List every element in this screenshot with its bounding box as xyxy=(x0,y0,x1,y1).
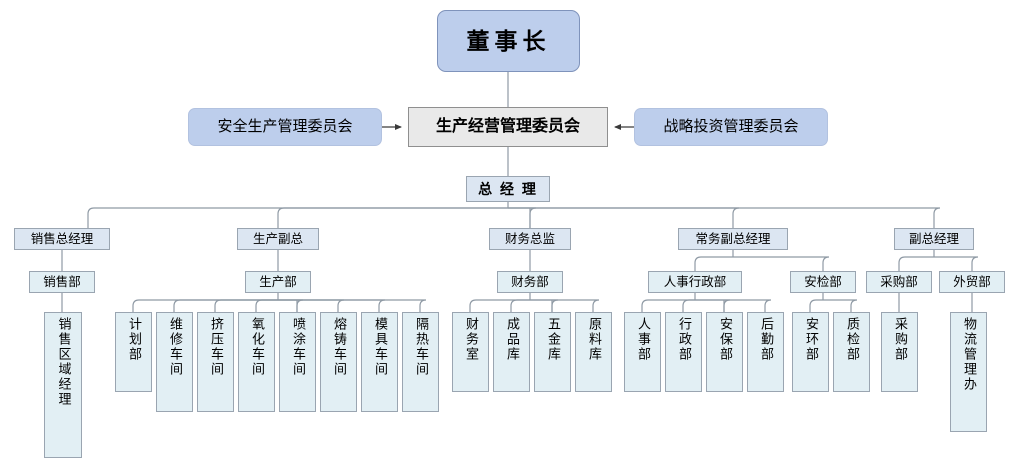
org-node-strategy_committee[interactable]: 战略投资管理委员会 xyxy=(634,108,828,146)
org-node-label: 销售部 xyxy=(43,274,81,289)
org-node-label: 董事长 xyxy=(466,27,551,54)
org-node-label: 采购部 xyxy=(880,274,918,289)
org-node-label: 人事行政部 xyxy=(663,274,727,289)
org-node-label: 挤压车间 xyxy=(208,317,224,377)
org-node-sales_dept[interactable]: 销售部 xyxy=(29,271,95,293)
org-node-safety_env_dept[interactable]: 安环部 xyxy=(792,312,829,392)
org-node-general_manager[interactable]: 总 经 理 xyxy=(466,176,550,202)
org-node-security_dept[interactable]: 安保部 xyxy=(706,312,743,392)
org-node-finance_office[interactable]: 财务室 xyxy=(452,312,489,392)
org-node-insulation_shop[interactable]: 隔热车间 xyxy=(402,312,439,412)
org-node-material_warehouse[interactable]: 原料库 xyxy=(575,312,612,392)
org-node-purchase_dept[interactable]: 采购部 xyxy=(866,271,932,293)
org-node-label: 喷涂车间 xyxy=(290,317,306,377)
org-node-label: 外贸部 xyxy=(953,274,991,289)
org-node-label: 销售区域经理 xyxy=(56,317,72,407)
org-node-production_vp[interactable]: 生产副总 xyxy=(237,228,319,250)
org-node-finance_director[interactable]: 财务总监 xyxy=(489,228,571,250)
org-node-label: 总 经 理 xyxy=(478,180,538,197)
org-node-maintenance_shop[interactable]: 维修车间 xyxy=(156,312,193,412)
org-node-label: 物流管理办 xyxy=(961,317,977,392)
org-node-label: 熔铸车间 xyxy=(331,317,347,377)
org-node-product_warehouse[interactable]: 成品库 xyxy=(493,312,530,392)
org-node-label: 维修车间 xyxy=(167,317,183,377)
org-node-quality_dept[interactable]: 质检部 xyxy=(833,312,870,392)
org-node-sales_region_mgr[interactable]: 销售区域经理 xyxy=(44,312,82,458)
org-node-label: 成品库 xyxy=(504,317,520,362)
org-node-label: 安检部 xyxy=(804,274,842,289)
org-node-oxidation_shop[interactable]: 氧化车间 xyxy=(238,312,275,412)
org-node-label: 财务室 xyxy=(463,317,479,362)
org-node-logistics_dept[interactable]: 后勤部 xyxy=(747,312,784,392)
org-node-label: 销售总经理 xyxy=(30,231,94,246)
org-node-exec_vp[interactable]: 常务副总经理 xyxy=(678,228,788,250)
org-node-label: 生产部 xyxy=(259,274,297,289)
org-node-chairman[interactable]: 董事长 xyxy=(437,10,580,72)
org-node-label: 质检部 xyxy=(844,317,860,362)
org-node-label: 五金库 xyxy=(545,317,561,362)
org-node-label: 人事部 xyxy=(635,317,651,362)
org-node-label: 后勤部 xyxy=(758,317,774,362)
org-node-label: 生产经营管理委员会 xyxy=(435,117,580,135)
org-node-casting_shop[interactable]: 熔铸车间 xyxy=(320,312,357,412)
org-node-label: 隔热车间 xyxy=(413,317,429,377)
org-node-personnel_dept[interactable]: 人事部 xyxy=(624,312,661,392)
org-node-planning_dept[interactable]: 计划部 xyxy=(115,312,152,392)
org-node-purchasing_sub[interactable]: 采购部 xyxy=(881,312,918,392)
org-node-extrusion_shop[interactable]: 挤压车间 xyxy=(197,312,234,412)
org-node-label: 氧化车间 xyxy=(249,317,265,377)
org-node-sales_gm[interactable]: 销售总经理 xyxy=(14,228,110,250)
org-node-label: 模具车间 xyxy=(372,317,388,377)
org-node-logistics_mgmt_office[interactable]: 物流管理办 xyxy=(950,312,987,432)
org-node-label: 安保部 xyxy=(717,317,733,362)
org-node-production_dept[interactable]: 生产部 xyxy=(245,271,311,293)
org-node-label: 计划部 xyxy=(126,317,142,362)
org-node-finance_dept[interactable]: 财务部 xyxy=(497,271,563,293)
org-node-label: 常务副总经理 xyxy=(695,231,771,246)
org-node-hr_admin_dept[interactable]: 人事行政部 xyxy=(648,271,742,293)
org-node-label: 财务总监 xyxy=(504,231,555,246)
org-node-vice_gm[interactable]: 副总经理 xyxy=(894,228,974,250)
org-node-label: 采购部 xyxy=(892,317,908,362)
org-node-hardware_warehouse[interactable]: 五金库 xyxy=(534,312,571,392)
org-node-safety_inspect_dept[interactable]: 安检部 xyxy=(790,271,856,293)
org-node-label: 财务部 xyxy=(511,274,549,289)
org-node-label: 安环部 xyxy=(803,317,819,362)
org-node-admin_dept[interactable]: 行政部 xyxy=(665,312,702,392)
org-node-label: 副总经理 xyxy=(908,231,959,246)
org-node-core_committee[interactable]: 生产经营管理委员会 xyxy=(408,107,608,147)
org-node-safety_committee[interactable]: 安全生产管理委员会 xyxy=(188,108,382,146)
org-node-label: 安全生产管理委员会 xyxy=(217,118,353,136)
org-node-mold_shop[interactable]: 模具车间 xyxy=(361,312,398,412)
org-node-label: 行政部 xyxy=(676,317,692,362)
org-node-label: 原料库 xyxy=(586,317,602,362)
org-node-foreign_trade_dept[interactable]: 外贸部 xyxy=(939,271,1005,293)
org-node-label: 战略投资管理委员会 xyxy=(663,118,799,136)
org-node-spray_shop[interactable]: 喷涂车间 xyxy=(279,312,316,412)
org-node-label: 生产副总 xyxy=(252,231,303,246)
